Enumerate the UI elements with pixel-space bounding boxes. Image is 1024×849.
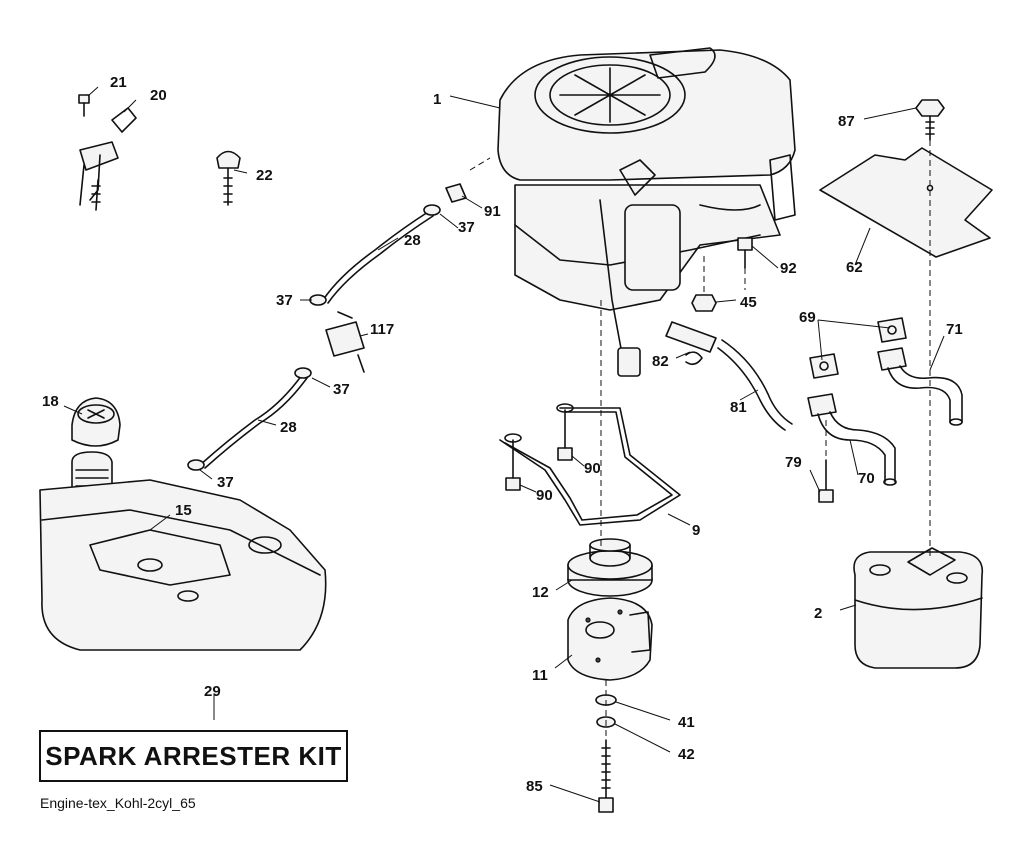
callout-20: 20 bbox=[150, 87, 167, 104]
callout-82: 82 bbox=[652, 353, 669, 370]
nut-45 bbox=[691, 294, 717, 312]
callout-1: 1 bbox=[433, 91, 441, 108]
spark-arrester-kit-label: SPARK ARRESTER KIT bbox=[45, 740, 342, 771]
fuel-line-upper bbox=[309, 204, 441, 306]
fuel-line-lower bbox=[187, 367, 312, 471]
callout-91: 91 bbox=[484, 203, 501, 220]
callout-37-b: 37 bbox=[276, 292, 293, 309]
callout-2: 2 bbox=[814, 605, 822, 622]
callout-12: 12 bbox=[532, 584, 549, 601]
exhaust-pipe-70 bbox=[807, 393, 897, 486]
callout-28-upper: 28 bbox=[404, 232, 421, 249]
callout-71: 71 bbox=[946, 321, 963, 338]
connector-82 bbox=[665, 321, 717, 366]
callout-42: 42 bbox=[678, 746, 695, 763]
callout-90-lower: 90 bbox=[536, 487, 553, 504]
engine bbox=[497, 47, 796, 377]
callout-70: 70 bbox=[858, 470, 875, 487]
callout-117: 117 bbox=[370, 321, 394, 338]
callout-69: 69 bbox=[799, 309, 816, 326]
center-line-fitting bbox=[469, 157, 491, 171]
bolt-79 bbox=[818, 459, 834, 503]
cap-screw-87 bbox=[915, 99, 945, 141]
callout-45: 45 bbox=[740, 294, 757, 311]
callout-15: 15 bbox=[175, 502, 192, 519]
bracket-rod bbox=[499, 403, 681, 526]
fitting-91 bbox=[445, 183, 467, 203]
callout-22: 22 bbox=[256, 167, 273, 184]
callout-62: 62 bbox=[846, 259, 863, 276]
exhaust-pipe-71 bbox=[877, 347, 963, 426]
callout-90-upper: 90 bbox=[584, 460, 601, 477]
throttle-control bbox=[78, 94, 137, 211]
callout-81: 81 bbox=[730, 399, 747, 416]
electric-clutch bbox=[567, 597, 653, 681]
hose-81 bbox=[717, 339, 793, 431]
callout-29: 29 bbox=[204, 683, 221, 700]
pulley bbox=[567, 538, 653, 597]
bolt-85 bbox=[598, 739, 614, 813]
bolt-90-right bbox=[557, 409, 573, 461]
fuel-cap bbox=[71, 397, 121, 447]
callout-37-c: 37 bbox=[333, 381, 350, 398]
fuel-shutoff-valve bbox=[325, 311, 365, 373]
heat-shield bbox=[819, 147, 993, 258]
callout-18: 18 bbox=[42, 393, 59, 410]
callouts: 1 2 9 11 12 15 18 20 21 22 28 28 29 37 3… bbox=[42, 74, 963, 795]
callout-21: 21 bbox=[110, 74, 127, 91]
callout-85: 85 bbox=[526, 778, 543, 795]
spark-arrester-kit-box: SPARK ARRESTER KIT bbox=[39, 730, 348, 782]
bolt-90-left bbox=[505, 439, 521, 491]
callout-79: 79 bbox=[785, 454, 802, 471]
center-line-nut bbox=[703, 256, 746, 295]
fuel-tank bbox=[39, 451, 327, 651]
bolt-92 bbox=[737, 237, 753, 269]
callout-87: 87 bbox=[838, 113, 855, 130]
choke-knob bbox=[216, 150, 241, 206]
callout-9: 9 bbox=[692, 522, 700, 539]
gaskets-69 bbox=[809, 317, 907, 379]
callout-37-a: 37 bbox=[458, 219, 475, 236]
leader-lines bbox=[63, 86, 945, 803]
callout-28-lower: 28 bbox=[280, 419, 297, 436]
callout-41: 41 bbox=[678, 714, 695, 731]
callout-92: 92 bbox=[780, 260, 797, 277]
callout-11: 11 bbox=[532, 667, 548, 684]
diagram-caption: Engine-tex_Kohl-2cyl_65 bbox=[40, 795, 196, 811]
callout-37-d: 37 bbox=[217, 474, 234, 491]
muffler bbox=[853, 547, 984, 669]
